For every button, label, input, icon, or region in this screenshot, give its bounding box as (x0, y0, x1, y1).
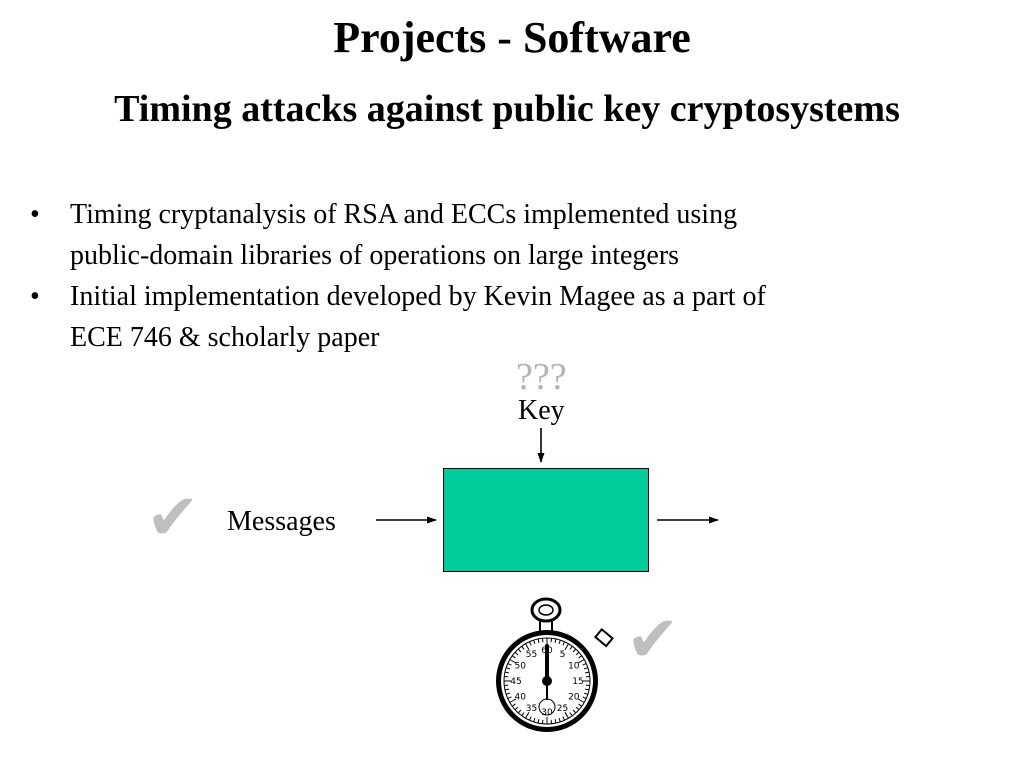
checkmark-timing-icon: ✔ (626, 603, 680, 677)
stopwatch-tick (505, 692, 511, 695)
stopwatch-tick (583, 667, 589, 670)
bullet-mark: • (30, 281, 40, 312)
stopwatch-tick (577, 698, 585, 703)
stopwatch-tick (554, 638, 557, 643)
stopwatch-dial-label: 45 (510, 677, 521, 687)
stopwatch-tick (582, 663, 587, 666)
messages-label: Messages (227, 506, 336, 537)
stopwatch-tick (507, 696, 512, 699)
stopwatch-dial-label: 20 (568, 693, 580, 703)
crypto-device-box (443, 468, 649, 572)
stopwatch-tick (511, 655, 516, 659)
stopwatch-tick (509, 698, 517, 703)
stopwatch-tick (529, 716, 532, 721)
stopwatch-dial-label: 30 (541, 708, 553, 718)
stopwatch-dial-label: 35 (526, 704, 537, 714)
stopwatch-tick (558, 639, 561, 645)
stopwatch-tick (554, 719, 557, 724)
bullet-line: Initial implementation developed by Kevi… (70, 281, 766, 312)
bullet-line: ECE 746 & scholarly paper (70, 322, 380, 353)
stopwatch-tick (562, 716, 565, 721)
stopwatch-tick (558, 717, 561, 723)
stopwatch-tick (575, 706, 580, 711)
stopwatch-tick (507, 663, 512, 666)
stopwatch-tick (525, 643, 530, 651)
stopwatch-dial-label: 50 (514, 662, 526, 672)
stopwatch-tick (521, 712, 525, 717)
stopwatch-tick (583, 692, 589, 695)
stopwatch-tick (572, 709, 577, 714)
checkmark-messages-icon: ✔ (146, 481, 200, 555)
bullet-item: • Timing cryptanalysis of RSA and ECCs i… (30, 194, 990, 276)
stopwatch-tick (509, 659, 517, 664)
stopwatch-tick (514, 651, 519, 656)
stopwatch-tick (525, 711, 530, 719)
stopwatch-dial-label: 15 (572, 677, 583, 687)
stopwatch-tick (521, 645, 525, 650)
stopwatch-tick (529, 641, 532, 646)
stopwatch-tick (575, 651, 580, 656)
stopwatch-tick (511, 703, 516, 707)
stopwatch-tick (517, 709, 522, 714)
stopwatch-tick (564, 643, 569, 651)
stopwatch-tick (577, 659, 585, 664)
bullet-line: public-domain libraries of operations on… (70, 240, 680, 271)
stopwatch-tick (585, 688, 590, 691)
stopwatch-tick (537, 638, 540, 643)
stopwatch-tick (517, 648, 522, 653)
stopwatch-tick (537, 719, 540, 724)
stopwatch-dial-label: 40 (514, 693, 526, 703)
stopwatch-tick (569, 645, 573, 650)
stopwatch-tick (505, 667, 511, 670)
bullet-item: • Initial implementation developed by Ke… (30, 276, 990, 358)
slide-subtitle: Timing attacks against public key crypto… (114, 88, 900, 130)
stopwatch-tick (578, 655, 583, 659)
stopwatch-icon: 60510152025303540455055 (496, 597, 614, 732)
stopwatch-dial-label: 5 (560, 650, 566, 660)
unknown-key-marker: ??? (516, 356, 567, 398)
stopwatch-dial-label: 10 (568, 662, 580, 672)
stopwatch-tick (564, 711, 569, 719)
stopwatch-tick (533, 717, 536, 723)
stopwatch-tick (514, 706, 519, 711)
stopwatch-dial-label: 25 (557, 704, 568, 714)
stopwatch-tick (578, 703, 583, 707)
slide-title: Projects - Software (333, 13, 691, 62)
stopwatch-tick (582, 696, 587, 699)
key-label: Key (518, 395, 565, 426)
stopwatch-dial-label: 55 (526, 650, 537, 660)
stopwatch-tick (504, 671, 509, 674)
stopwatch-tick (504, 688, 509, 691)
stopwatch-tick (572, 648, 577, 653)
bullet-mark: • (30, 199, 40, 230)
stopwatch-tick (585, 671, 590, 674)
bullet-list: • Timing cryptanalysis of RSA and ECCs i… (30, 194, 990, 358)
stopwatch-tick (533, 639, 536, 645)
bullet-line: Timing cryptanalysis of RSA and ECCs imp… (70, 199, 738, 230)
stopwatch-tick (562, 641, 565, 646)
stopwatch-tick (569, 712, 573, 717)
